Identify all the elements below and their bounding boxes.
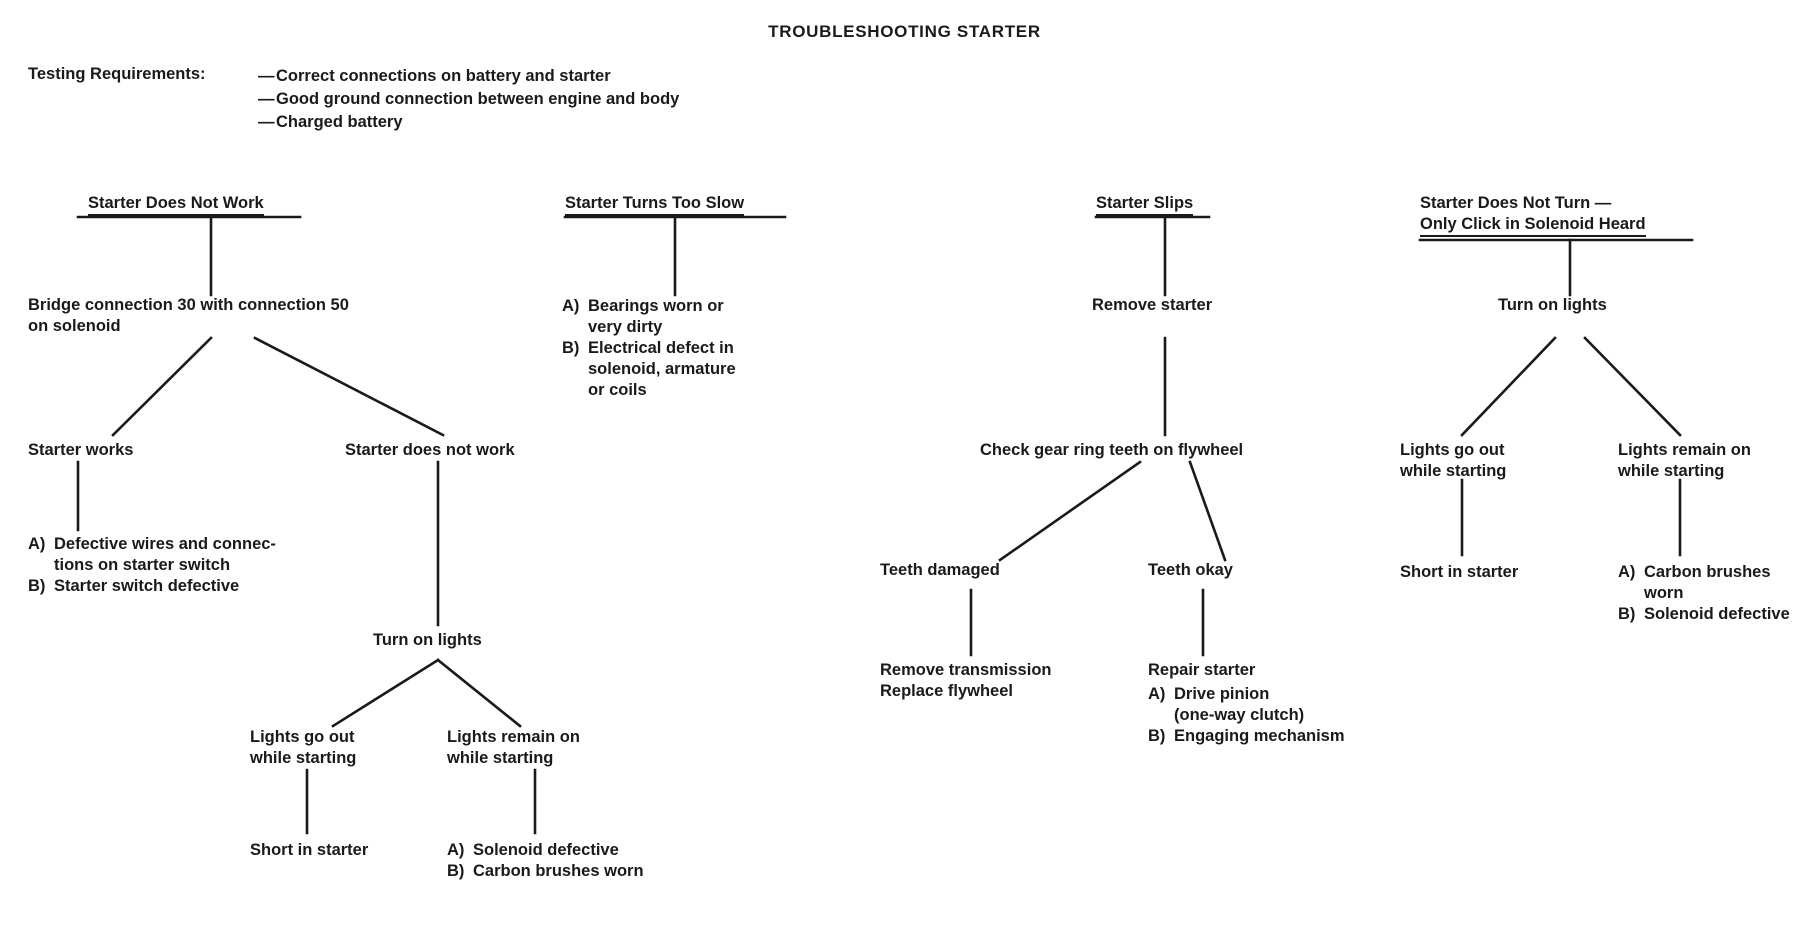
requirement-item: —Good ground connection between engine a… xyxy=(258,90,680,108)
list-repair-starter-causes: A)Drive pinion (one-way clutch) B)Engagi… xyxy=(1148,685,1345,745)
list-item: A)Drive pinion xyxy=(1148,685,1270,703)
node-starter-does-not-work: Starter does not work xyxy=(345,441,515,459)
node-teeth-damaged: Teeth damaged xyxy=(880,561,1000,579)
node-starter-works: Starter works xyxy=(28,441,134,459)
column-header-starter-does-not-turn: Starter Does Not Turn — Only Click in So… xyxy=(1420,193,1646,239)
column-header-starter-turns-too-slow: Starter Turns Too Slow xyxy=(565,193,745,218)
node-remove-transmission: Remove transmission Replace flywheel xyxy=(880,661,1052,700)
testing-requirements-list: —Correct connections on battery and star… xyxy=(258,65,679,134)
node-remove-starter: Remove starter xyxy=(1092,296,1213,314)
list-starter-works-causes: A)Defective wires and connec- tions on s… xyxy=(28,535,276,595)
node-turn-on-lights-col4: Turn on lights xyxy=(1498,296,1607,314)
node-turn-on-lights-col1: Turn on lights xyxy=(373,631,482,649)
list-item: A)Solenoid defective xyxy=(447,841,619,859)
node-lights-go-out-col1: Lights go out while starting xyxy=(250,728,357,767)
requirement-item: —Correct connections on battery and star… xyxy=(258,67,611,85)
list-item: A)Bearings worn or xyxy=(562,297,724,315)
page-title: TROUBLESHOOTING STARTER xyxy=(768,22,1041,41)
list-item: B)Carbon brushes worn xyxy=(447,862,644,880)
node-teeth-okay: Teeth okay xyxy=(1148,561,1233,579)
testing-requirements-label: Testing Requirements: xyxy=(28,65,206,83)
node-short-in-starter-col1: Short in starter xyxy=(250,841,369,859)
list-starter-turns-too-slow-causes: A)Bearings worn or very dirty B)Electric… xyxy=(562,297,736,399)
column-header-starter-does-not-work: Starter Does Not Work xyxy=(88,193,264,218)
node-repair-starter: Repair starter xyxy=(1148,661,1256,679)
column-header-starter-slips: Starter Slips xyxy=(1096,193,1194,218)
node-lights-remain-on-col4: Lights remain on while starting xyxy=(1618,441,1751,480)
list-lights-remain-causes-col1: A)Solenoid defective B)Carbon brushes wo… xyxy=(447,840,644,882)
list-lights-remain-causes-col4: A)Carbon brushes worn B)Solenoid defecti… xyxy=(1618,563,1790,623)
list-item: A)Carbon brushes xyxy=(1618,563,1771,581)
list-item: B)Starter switch defective xyxy=(28,577,240,595)
node-short-in-starter-col4: Short in starter xyxy=(1400,563,1519,581)
list-item: B)Electrical defect in xyxy=(562,339,734,357)
list-item: B)Engaging mechanism xyxy=(1148,727,1345,745)
list-item: B)Solenoid defective xyxy=(1618,605,1790,623)
node-check-gear-ring-teeth: Check gear ring teeth on flywheel xyxy=(980,441,1244,459)
node-bridge-connection: Bridge connection 30 with connection 50 … xyxy=(28,296,349,335)
requirement-item: —Charged battery xyxy=(258,113,403,131)
node-lights-go-out-col4: Lights go out while starting xyxy=(1400,441,1507,480)
node-lights-remain-on-col1: Lights remain on while starting xyxy=(447,728,580,767)
list-item: A)Defective wires and connec- xyxy=(28,535,276,553)
